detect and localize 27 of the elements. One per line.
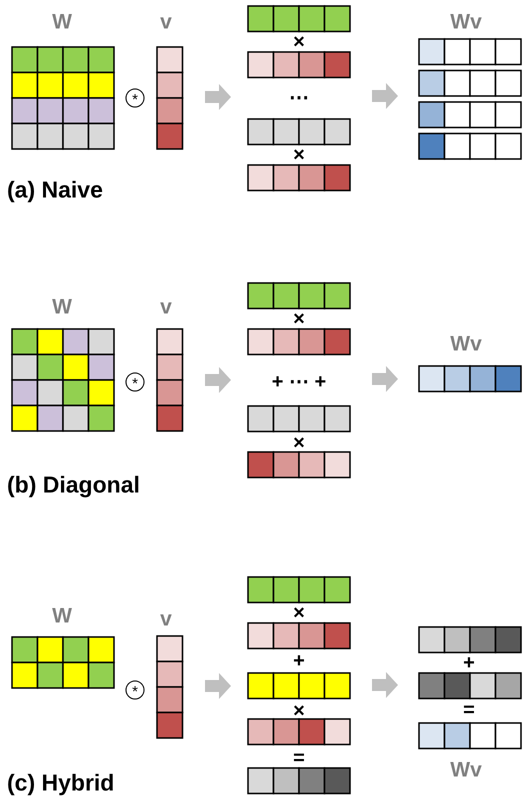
vector-label: v bbox=[160, 608, 172, 630]
result-label: Wv bbox=[450, 760, 482, 780]
ellipsis: ⋯ bbox=[289, 88, 309, 108]
equals-sign: = bbox=[293, 748, 305, 768]
plus-sign: + bbox=[293, 651, 305, 671]
matrix-label: W bbox=[52, 296, 72, 318]
matrix-label: W bbox=[52, 606, 72, 626]
equals-sign: = bbox=[463, 700, 475, 720]
panel-caption: (c) Hybrid bbox=[7, 772, 114, 794]
sum-expression: + ⋯ + bbox=[272, 372, 326, 392]
result-label: Wv bbox=[450, 12, 482, 32]
vector-label: v bbox=[160, 12, 172, 32]
operator-symbol: * bbox=[126, 680, 144, 700]
multiply-sign: × bbox=[293, 603, 305, 623]
vector-label: v bbox=[160, 296, 172, 318]
panel-caption: (a) Naive bbox=[7, 178, 103, 202]
plus-sign: + bbox=[463, 653, 475, 673]
result-label: Wv bbox=[450, 334, 482, 354]
multiply-sign: × bbox=[293, 701, 305, 721]
multiply-sign: × bbox=[293, 309, 305, 329]
matrix-label: W bbox=[52, 12, 72, 32]
operator-symbol: * bbox=[126, 372, 144, 392]
operator-symbol: * bbox=[126, 88, 144, 108]
multiply-sign: × bbox=[293, 32, 305, 52]
panel-caption: (b) Diagonal bbox=[7, 474, 140, 496]
multiply-sign: × bbox=[293, 433, 305, 453]
multiply-sign: × bbox=[293, 145, 305, 165]
